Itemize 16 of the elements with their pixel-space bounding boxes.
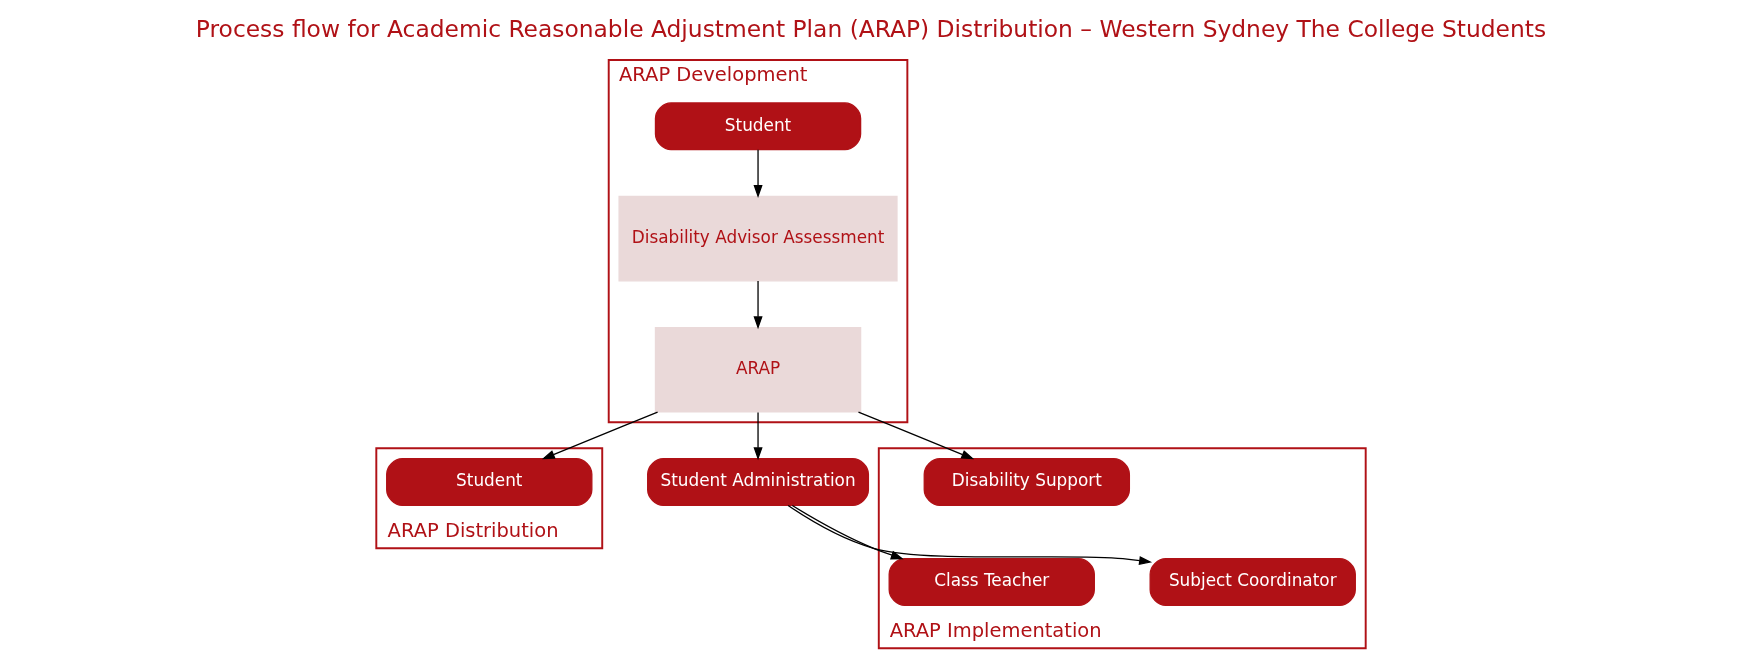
- arrow: [791, 504, 904, 560]
- node-box: Subject Coordinator: [1149, 558, 1356, 607]
- node-box: Disability Advisor Assessment: [618, 195, 898, 282]
- node-box: Student Administration: [647, 458, 870, 507]
- node-box: ARAP: [654, 326, 862, 413]
- node-box: Disability Support: [923, 458, 1131, 507]
- arrow: [753, 411, 763, 461]
- arrow: [541, 411, 659, 460]
- diagram-title: Process flow for Academic Reasonable Adjustment Plan (ARAP) Distribution – Western Sydney The College Students: [195, 15, 1547, 44]
- arrow: [753, 280, 763, 330]
- node-box: Class Teacher: [888, 558, 1095, 607]
- arrow: [753, 149, 763, 199]
- arrow: [857, 411, 975, 460]
- node-box: Student: [386, 458, 593, 507]
- arrow: [787, 504, 1153, 566]
- node-box: Student: [654, 102, 862, 151]
